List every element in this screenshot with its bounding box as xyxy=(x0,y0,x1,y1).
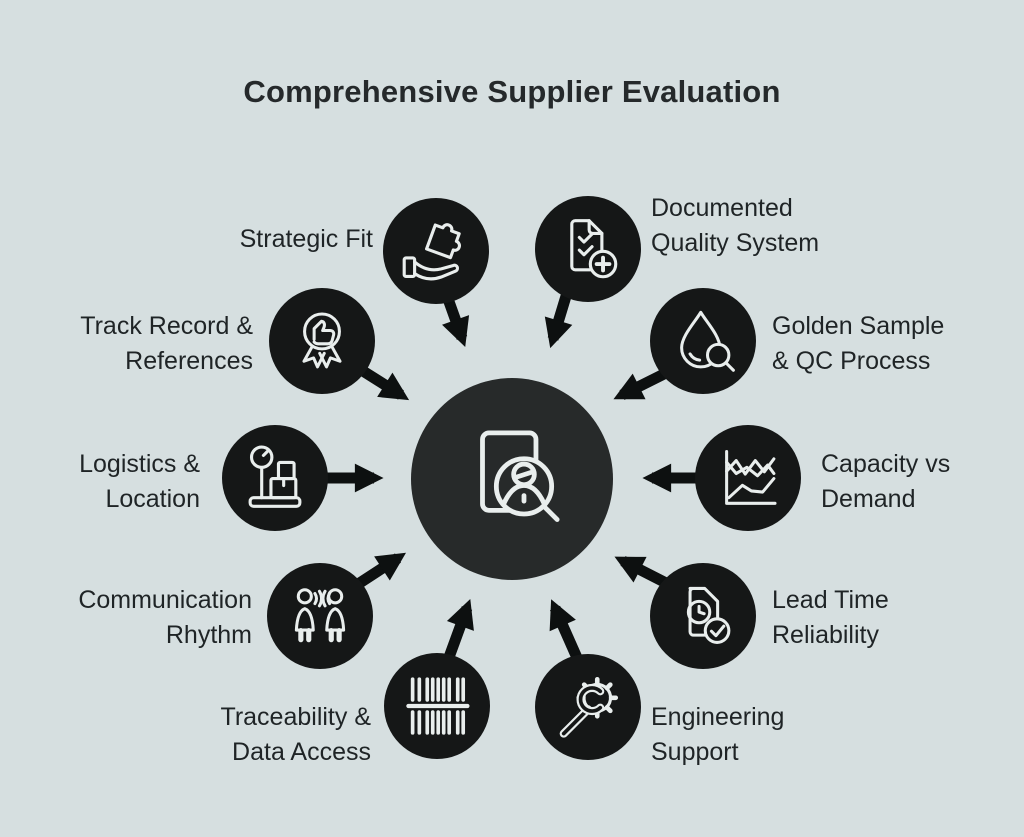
node-label-strategic-fit: Strategic Fit xyxy=(239,225,373,253)
document-person-magnifier-icon xyxy=(480,430,560,522)
node-logistics-location xyxy=(222,425,328,531)
arrow-traceability-data-access xyxy=(442,599,474,662)
line-chart-icon xyxy=(725,450,777,505)
droplet-magnifier-icon xyxy=(680,310,735,372)
node-golden-sample-qc-process xyxy=(650,288,756,394)
node-engineering-support xyxy=(535,654,641,760)
node-label-documented-quality-system: Documented Quality System xyxy=(651,194,820,257)
document-checklist-plus-icon xyxy=(570,219,618,279)
platform-scale-icon xyxy=(248,445,302,508)
node-lead-time-reliability xyxy=(650,563,756,669)
node-label-lead-time-reliability: Lead Time Reliability xyxy=(772,586,889,649)
hub-node xyxy=(411,378,613,580)
arrow-engineering-support xyxy=(549,599,584,663)
hand-puzzle-icon xyxy=(402,223,461,281)
barcode-icon xyxy=(406,677,470,735)
document-clock-check-icon xyxy=(686,586,731,644)
node-strategic-fit xyxy=(383,198,489,304)
node-track-record-references xyxy=(269,288,375,394)
award-thumbs-up-icon xyxy=(302,312,342,369)
node-communication-rhythm xyxy=(267,563,373,669)
wrench-gear-icon xyxy=(559,676,619,738)
node-label-logistics-location: Logistics & Location xyxy=(79,450,200,513)
node-documented-quality-system xyxy=(535,196,641,302)
node-label-golden-sample-qc-process: Golden Sample & QC Process xyxy=(772,312,945,375)
node-label-traceability-data-access: Traceability & Data Access xyxy=(220,703,371,766)
node-capacity-vs-demand xyxy=(695,425,801,531)
people-talking-icon xyxy=(294,588,346,643)
diagram-title: Comprehensive Supplier Evaluation xyxy=(243,74,781,109)
node-label-track-record-references: Track Record & References xyxy=(80,312,253,375)
node-label-communication-rhythm: Communication Rhythm xyxy=(78,586,252,649)
node-label-engineering-support: Engineering Support xyxy=(651,703,785,766)
node-label-capacity-vs-demand: Capacity vs Demand xyxy=(821,450,951,513)
node-traceability-data-access xyxy=(384,653,490,759)
